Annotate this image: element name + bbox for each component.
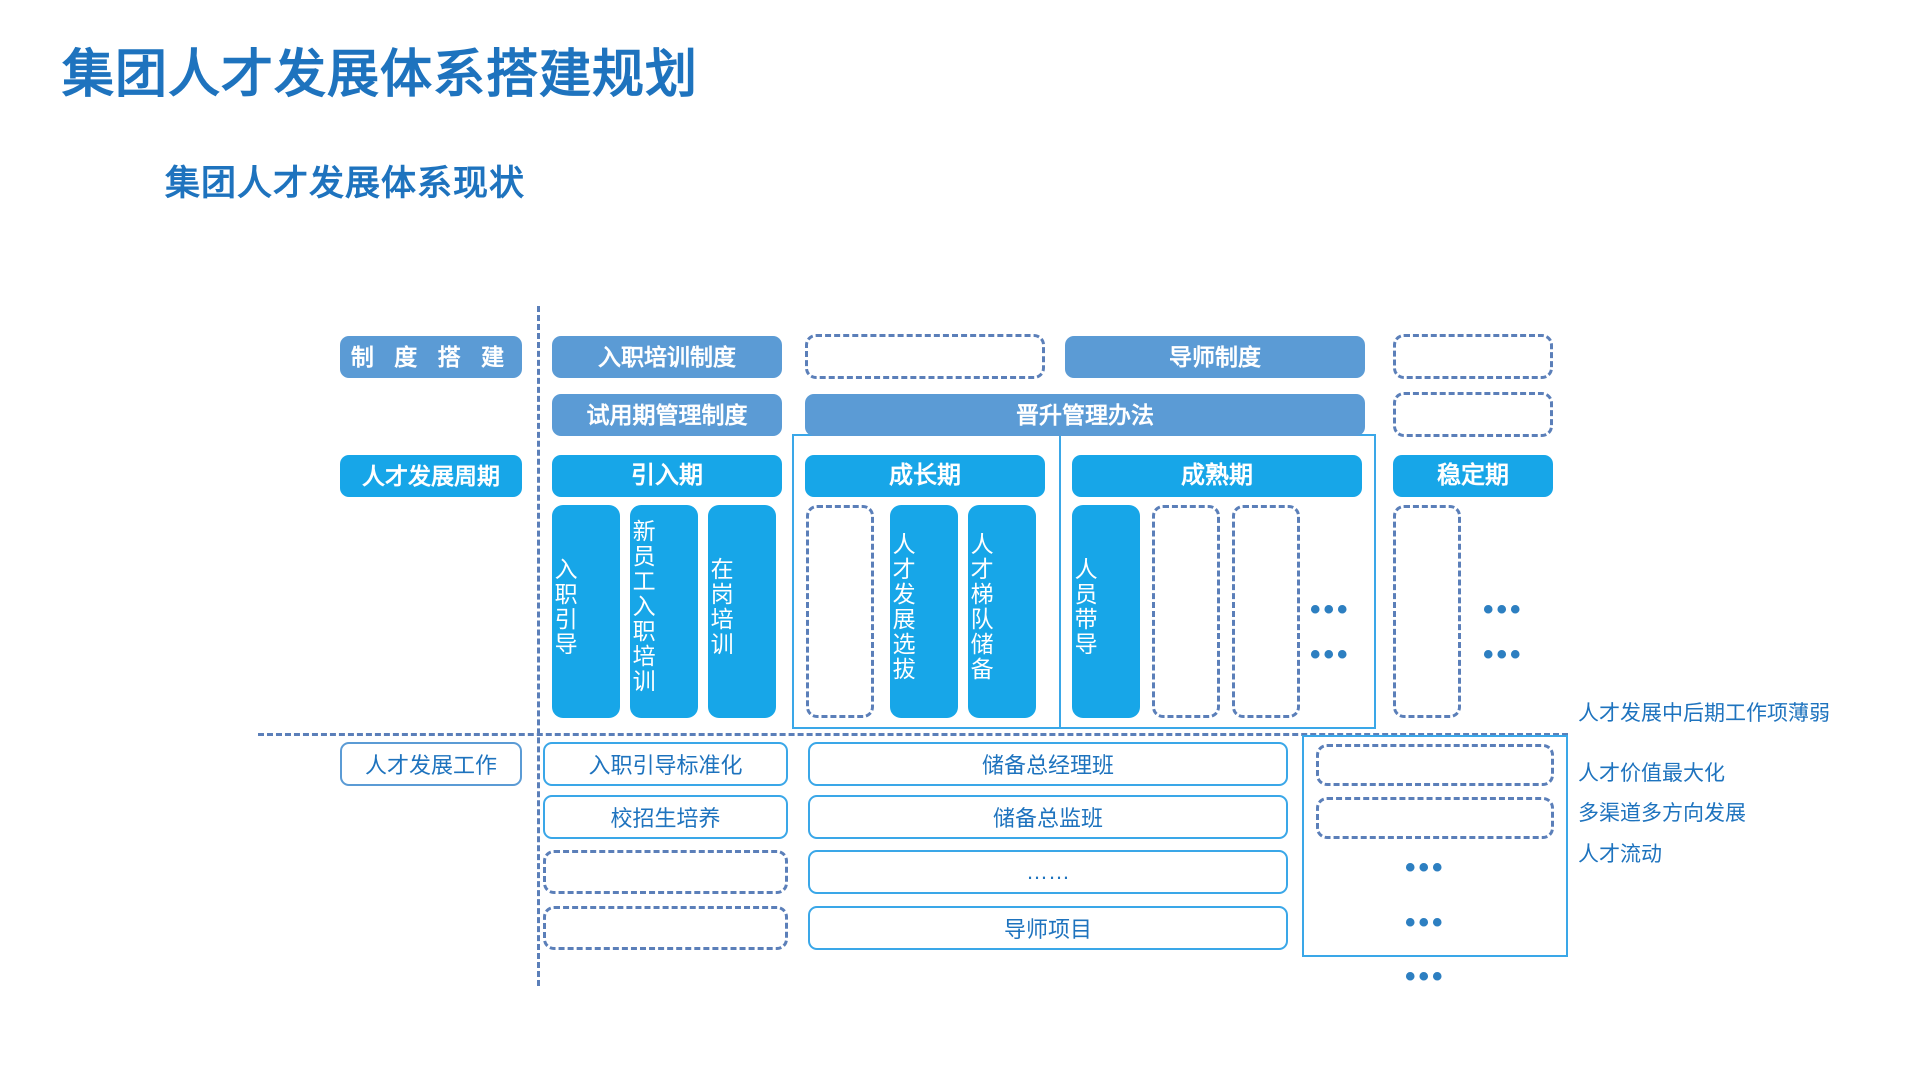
item-new-employee-training-label: 新员工入职培训 <box>629 519 656 694</box>
system-box-probation[interactable]: 试用期管理制度 <box>552 394 782 436</box>
stage-header-introduction-label: 引入期 <box>631 462 703 490</box>
work-item-more-label: …… <box>1026 859 1070 884</box>
system-box-placeholder-1[interactable] <box>805 334 1045 379</box>
stage-header-stable-label: 稳定期 <box>1437 462 1509 490</box>
item-on-job-training-label: 在岗培训 <box>707 556 734 657</box>
item-talent-pipeline-label: 人才梯队储备 <box>967 531 994 682</box>
system-box-promotion-label: 晋升管理办法 <box>1016 401 1154 428</box>
work-col3-ellipsis-1: ••• <box>1405 851 1446 884</box>
item-mature-placeholder-2[interactable] <box>1232 505 1300 718</box>
divider-left-vertical <box>537 306 540 986</box>
work-item-reserve-gm-class[interactable]: 储备总经理班 <box>808 742 1288 786</box>
work-item-onboarding-standardization-label: 入职引导标准化 <box>588 753 743 778</box>
work-item-col1-placeholder-2[interactable] <box>543 906 788 950</box>
row-label-system: 制 度 搭 建 <box>340 336 522 378</box>
row-label-work: 人才发展工作 <box>340 742 522 786</box>
work-item-campus-recruit-training-label: 校招生培养 <box>610 806 721 831</box>
item-on-job-training[interactable]: 在岗培训 <box>707 505 776 718</box>
item-mature-placeholder-1[interactable] <box>1152 505 1220 718</box>
work-item-campus-recruit-training[interactable]: 校招生培养 <box>543 795 788 839</box>
item-talent-selection[interactable]: 人才发展选拔 <box>889 505 958 718</box>
stage-header-introduction[interactable]: 引入期 <box>552 455 782 497</box>
work-item-col1-placeholder-1[interactable] <box>543 850 788 894</box>
mature-ellipsis-bottom: ••• <box>1310 638 1351 671</box>
row-label-cycle-text: 人才发展周期 <box>362 462 500 489</box>
system-box-probation-label: 试用期管理制度 <box>586 401 748 428</box>
system-box-mentor[interactable]: 导师制度 <box>1065 336 1365 378</box>
system-box-onboarding-training[interactable]: 入职培训制度 <box>552 336 782 378</box>
mature-ellipsis-top: ••• <box>1310 593 1351 626</box>
item-onboarding-guidance[interactable]: 入职引导 <box>551 505 620 718</box>
growth-mature-split <box>1059 434 1061 728</box>
work-col3-ellipsis-2: ••• <box>1405 906 1446 939</box>
row-label-work-text: 人才发展工作 <box>364 753 497 778</box>
item-talent-selection-label: 人才发展选拔 <box>889 531 916 682</box>
stage-header-stable[interactable]: 稳定期 <box>1393 455 1553 497</box>
page-title: 集团人才发展体系搭建规划 <box>62 46 699 104</box>
work-item-more[interactable]: …… <box>808 850 1288 894</box>
work-item-reserve-gm-class-label: 储备总经理班 <box>981 753 1114 778</box>
item-new-employee-training[interactable]: 新员工入职培训 <box>629 505 698 718</box>
stage-header-growth[interactable]: 成长期 <box>805 455 1045 497</box>
section-subtitle: 集团人才发展体系现状 <box>165 164 526 203</box>
work-item-reserve-director-class[interactable]: 储备总监班 <box>808 795 1288 839</box>
item-staff-mentoring[interactable]: 人员带导 <box>1071 505 1140 718</box>
stable-ellipsis-top: ••• <box>1483 593 1524 626</box>
system-box-placeholder-2[interactable] <box>1393 334 1553 379</box>
divider-horizontal <box>258 733 1568 736</box>
work-item-onboarding-standardization[interactable]: 入职引导标准化 <box>543 742 788 786</box>
row-label-cycle: 人才发展周期 <box>340 455 522 497</box>
system-box-promotion[interactable]: 晋升管理办法 <box>805 394 1365 436</box>
system-box-placeholder-3[interactable] <box>1393 392 1553 437</box>
work-item-mentor-program[interactable]: 导师项目 <box>808 906 1288 950</box>
system-box-mentor-label: 导师制度 <box>1169 343 1261 370</box>
growth-mature-bottom-rule <box>792 727 1376 729</box>
item-onboarding-guidance-label: 入职引导 <box>551 556 578 657</box>
work-item-mentor-program-label: 导师项目 <box>1003 917 1092 942</box>
annotation-multi-channel: 多渠道多方向发展 <box>1578 802 1746 825</box>
work-item-col3-placeholder-1[interactable] <box>1316 744 1554 786</box>
annotation-talent-flow: 人才流动 <box>1578 843 1662 866</box>
work-item-reserve-director-class-label: 储备总监班 <box>992 806 1103 831</box>
work-col3-ellipsis-3: ••• <box>1405 960 1446 993</box>
stage-header-mature-label: 成熟期 <box>1181 462 1253 490</box>
stage-header-growth-label: 成长期 <box>889 462 961 490</box>
row-label-system-text: 制 度 搭 建 <box>350 343 512 370</box>
stage-header-mature[interactable]: 成熟期 <box>1072 455 1362 497</box>
item-staff-mentoring-label: 人员带导 <box>1071 556 1098 657</box>
work-item-col3-placeholder-2[interactable] <box>1316 797 1554 839</box>
annotation-weak-later-stage: 人才发展中后期工作项薄弱 <box>1578 702 1830 725</box>
item-talent-pipeline[interactable]: 人才梯队储备 <box>967 505 1036 718</box>
system-box-onboarding-training-label: 入职培训制度 <box>598 343 736 370</box>
work-col3-frame <box>1302 735 1568 957</box>
annotation-value-max: 人才价值最大化 <box>1578 762 1725 785</box>
item-stable-placeholder[interactable] <box>1393 505 1461 718</box>
stable-ellipsis-bottom: ••• <box>1483 638 1524 671</box>
item-growth-placeholder[interactable] <box>806 505 874 718</box>
